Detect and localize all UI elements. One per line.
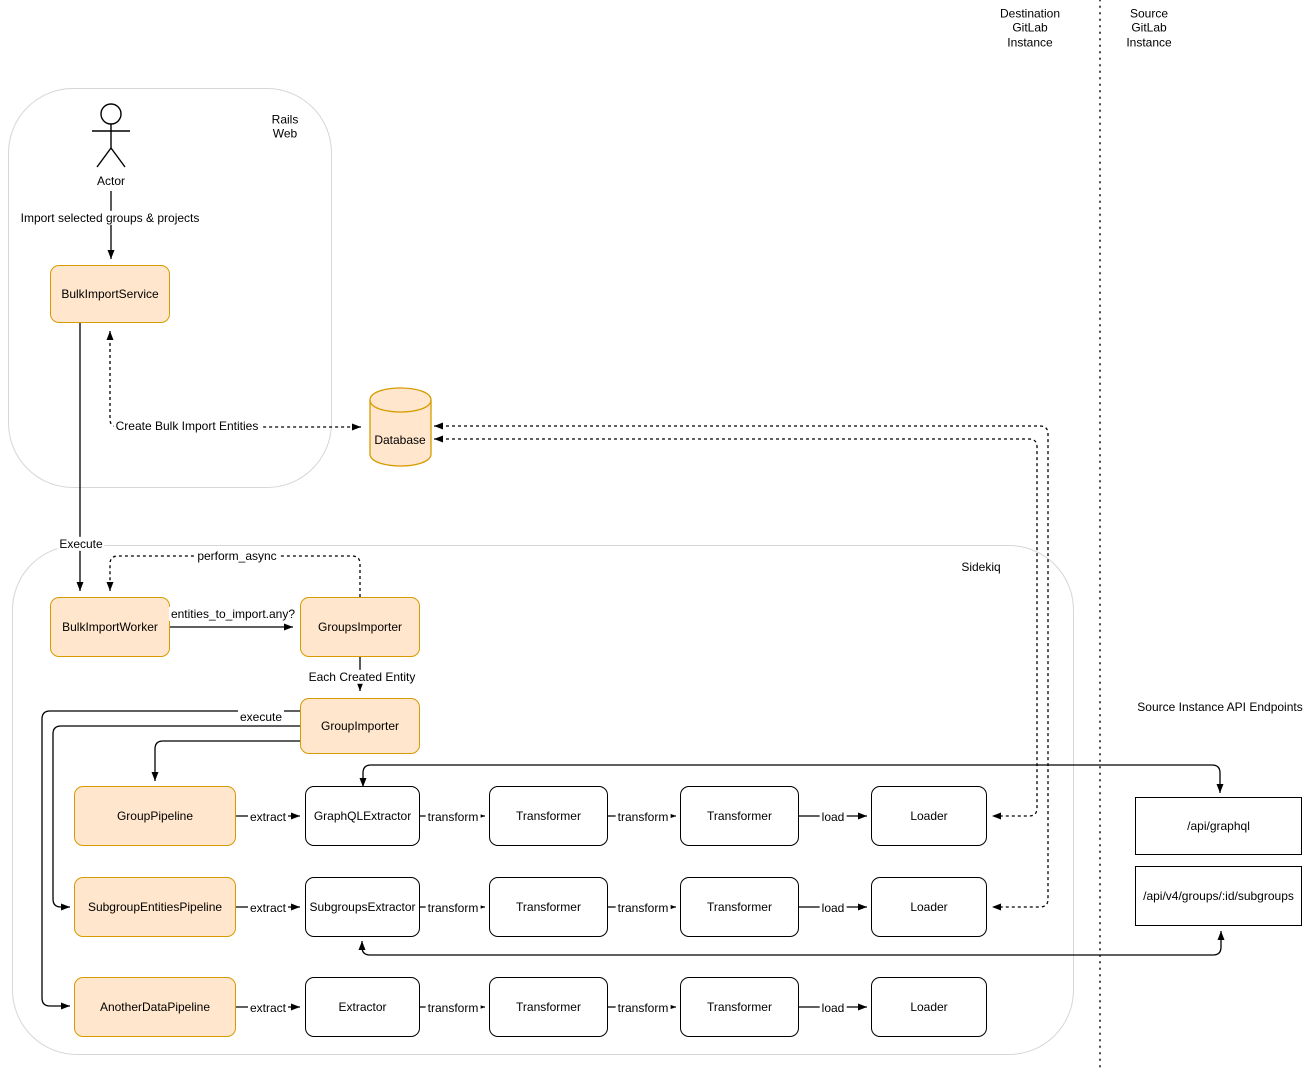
node-groups-importer: GroupsImporter: [300, 597, 420, 657]
edge-label-execute: Execute: [57, 536, 105, 552]
edge-label-load-3: load: [819, 1000, 847, 1016]
edge-label-extract-1: extract: [247, 809, 289, 825]
node-api-subgroups: /api/v4/groups/:id/subgroups: [1135, 866, 1302, 926]
rails-web-container: [8, 88, 332, 488]
node-transformer-3b: Transformer: [680, 977, 799, 1037]
edge-label-each-entity: Each Created Entity: [306, 669, 418, 685]
edge-subgroups-endpoint: [358, 931, 1225, 956]
edge-create-entities-dashed: [106, 331, 361, 431]
edge-label-extract-2: extract: [247, 900, 289, 916]
node-transformer-1b: Transformer: [680, 786, 799, 846]
node-transformer-2b: Transformer: [680, 877, 799, 937]
edge-label-transform-1b: transform: [615, 809, 671, 825]
node-another-data-pipeline: AnotherDataPipeline: [74, 977, 236, 1037]
edge-label-perform-async: perform_async: [195, 548, 279, 564]
edge-db-loader2-dashed: [434, 422, 1049, 911]
destination-instance-label: Destination GitLab Instance: [999, 6, 1061, 50]
node-group-pipeline: GroupPipeline: [74, 786, 236, 846]
edge-execute-another-data: [41, 710, 300, 1010]
edge-label-extract-3: extract: [247, 1000, 289, 1016]
node-loader-3: Loader: [871, 977, 987, 1037]
edge-label-transform-3b: transform: [615, 1000, 671, 1016]
node-extractor: Extractor: [305, 977, 420, 1037]
node-transformer-2a: Transformer: [489, 877, 608, 937]
edge-label-transform-3a: transform: [425, 1000, 481, 1016]
node-bulk-import-worker: BulkImportWorker: [50, 597, 170, 657]
edge-db-loader1-dashed: [434, 435, 1038, 820]
edge-label-execute-lower: execute: [237, 709, 285, 725]
edge-label-transform-2b: transform: [615, 900, 671, 916]
actor-icon: [92, 103, 130, 168]
rails-web-label: Rails Web: [271, 112, 299, 141]
node-loader-2: Loader: [871, 877, 987, 937]
edge-label-transform-1a: transform: [425, 809, 481, 825]
actor-label: Actor: [96, 173, 126, 188]
edge-label-import-selected: Import selected groups & projects: [18, 210, 202, 226]
database-label: Database: [374, 432, 426, 447]
node-group-importer: GroupImporter: [300, 698, 420, 754]
edge-label-create-entities: Create Bulk Import Entities: [113, 418, 261, 434]
node-api-graphql: /api/graphql: [1135, 797, 1302, 855]
database-cylinder-icon: [369, 387, 432, 467]
node-transformer-3a: Transformer: [489, 977, 608, 1037]
edge-label-load-2: load: [819, 900, 847, 916]
edge-label-entities-any: entities_to_import.any?: [168, 606, 298, 622]
node-loader-1: Loader: [871, 786, 987, 846]
edge-execute-group-pipeline: [151, 740, 300, 781]
sidekiq-label: Sidekiq: [961, 559, 1001, 574]
edge-label-transform-2a: transform: [425, 900, 481, 916]
node-subgroup-entities-pipeline: SubgroupEntitiesPipeline: [74, 877, 236, 937]
node-bulk-import-service: BulkImportService: [50, 265, 170, 323]
node-transformer-1a: Transformer: [489, 786, 608, 846]
api-endpoints-title: Source Instance API Endpoints: [1137, 699, 1303, 714]
edge-execute-subgroup: [52, 725, 300, 911]
node-subgroups-extractor: SubgroupsExtractor: [305, 877, 420, 937]
edge-label-load-1: load: [819, 809, 847, 825]
node-graphql-extractor: GraphQLExtractor: [305, 786, 420, 846]
source-instance-label: Source GitLab Instance: [1126, 6, 1172, 50]
